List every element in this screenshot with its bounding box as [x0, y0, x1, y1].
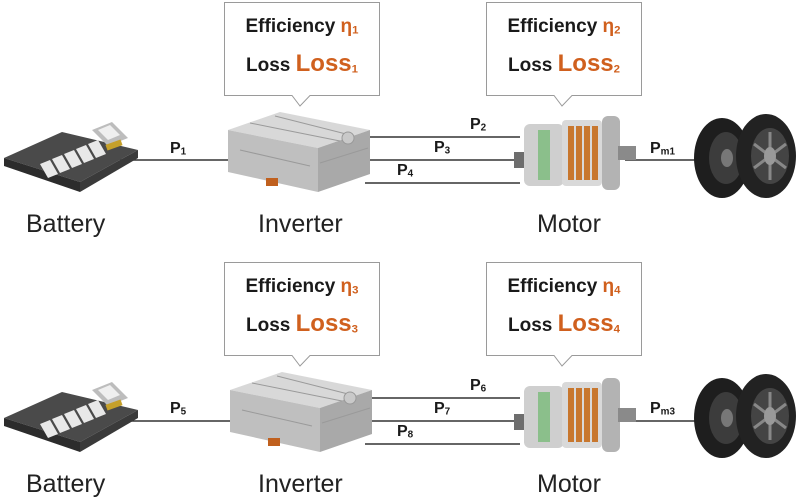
inverter-efficiency-callout-2: Efficiency η3 Loss Loss3	[224, 262, 380, 367]
eta-symbol: η	[340, 276, 353, 297]
efficiency-line: Efficiency η4	[507, 276, 621, 297]
tire-pair-icon	[694, 374, 796, 458]
inverter-label: Inverter	[258, 470, 343, 498]
battery-pack-icon	[4, 382, 138, 452]
callout-frame	[486, 2, 642, 107]
eta-symbol: η	[602, 16, 615, 37]
loss-subscript: 3	[351, 323, 358, 336]
motor-label: Motor	[537, 210, 601, 238]
loss-line: Loss Loss3	[246, 310, 358, 337]
efficiency-line: Efficiency η3	[245, 276, 359, 297]
eta-subscript: 3	[352, 284, 359, 297]
battery-pack-icon	[4, 122, 138, 192]
motor-label: Motor	[537, 470, 601, 498]
loss-subscript: 1	[351, 63, 358, 76]
eta-subscript: 4	[614, 284, 621, 297]
power-label-phase-bot: P4	[397, 162, 414, 180]
efficiency-line: Efficiency η2	[507, 16, 621, 37]
power-label-output: Pm3	[650, 400, 675, 418]
eta-subscript: 1	[352, 24, 359, 37]
eta-symbol: η	[340, 16, 353, 37]
loss-line: Loss Loss4	[508, 310, 620, 337]
electric-motor-icon	[514, 116, 636, 190]
eta-symbol: η	[602, 276, 615, 297]
loss-symbol: Loss	[557, 310, 614, 337]
callout-frame	[224, 2, 380, 107]
loss-symbol: Loss	[295, 50, 352, 77]
power-label-phase-bot: P8	[397, 423, 414, 441]
power-label-battery: P5	[170, 400, 187, 418]
motor-efficiency-callout-1: Efficiency η2 Loss Loss2	[486, 2, 642, 107]
power-label-phase-mid: P7	[434, 400, 451, 418]
callout-frame	[224, 262, 380, 367]
loss-line: Loss Loss1	[246, 50, 358, 77]
power-label-phase-top: P2	[470, 116, 487, 134]
eta-subscript: 2	[614, 24, 621, 37]
loss-subscript: 2	[613, 63, 620, 76]
power-label-output: Pm1	[650, 140, 675, 158]
motor-efficiency-callout-2: Efficiency η4 Loss Loss4	[486, 262, 642, 367]
inverter-label: Inverter	[258, 210, 343, 238]
inverter-efficiency-callout-1: Efficiency η1 Loss Loss1	[224, 2, 380, 107]
power-label-phase-top: P6	[470, 377, 487, 395]
loss-symbol: Loss	[557, 50, 614, 77]
loss-symbol: Loss	[295, 310, 352, 337]
battery-label: Battery	[26, 470, 106, 498]
loss-line: Loss Loss2	[508, 50, 620, 77]
battery-label: Battery	[26, 210, 106, 238]
inverter-unit-icon	[228, 112, 370, 192]
loss-subscript: 4	[613, 323, 620, 336]
power-label-battery: P1	[170, 140, 187, 158]
efficiency-line: Efficiency η1	[245, 16, 359, 37]
callout-frame	[486, 262, 642, 367]
tire-pair-icon	[694, 114, 796, 198]
inverter-unit-icon	[230, 372, 372, 452]
power-label-phase-mid: P3	[434, 139, 451, 157]
electric-motor-icon	[514, 378, 636, 452]
